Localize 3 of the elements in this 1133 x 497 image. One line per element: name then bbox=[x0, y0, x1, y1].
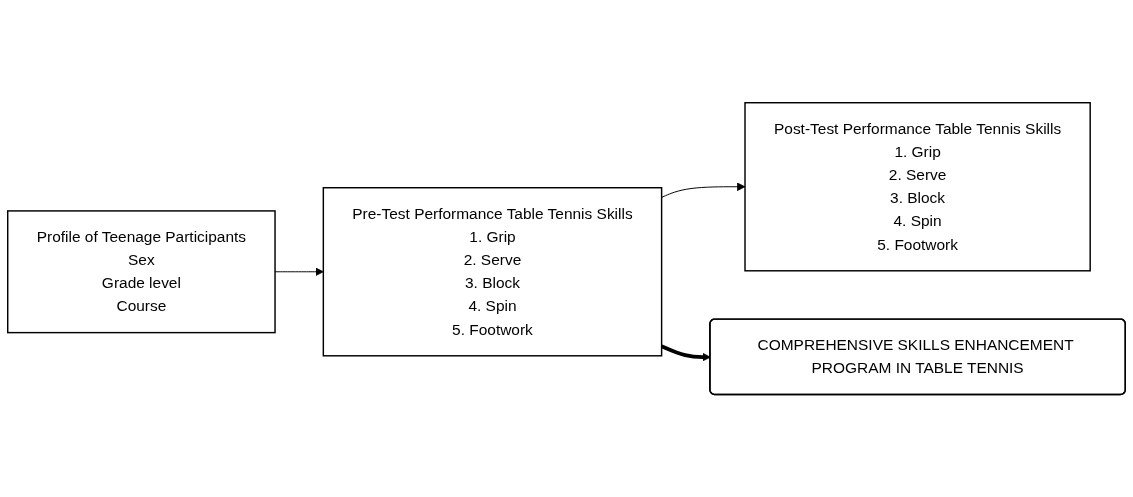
node-box: Pre-Test Performance Table Tennis Skills 1. Grip 2. Serve 3. Block 4. Spin 5. Footwork bbox=[322, 186, 663, 357]
node-box: Post-Test Performance Table Tennis Skills 1. Grip 2. Serve 3. Block 4. Spin 5. Footwork bbox=[744, 101, 1091, 272]
node-box: Profile of Teenage Participants Sex Grade level Course bbox=[7, 210, 276, 334]
